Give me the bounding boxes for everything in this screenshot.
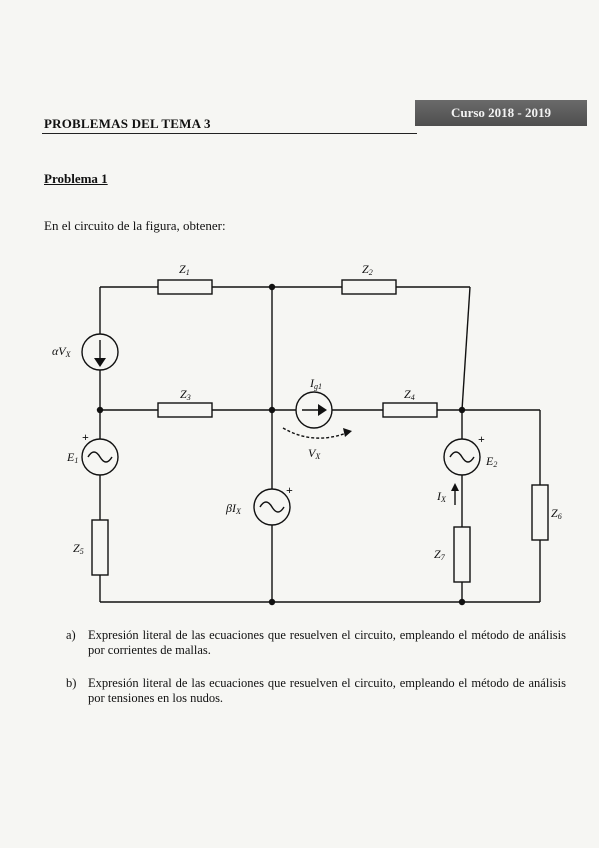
label-z7: Z7 <box>434 547 446 562</box>
impedance-z5 <box>91 519 109 576</box>
label-e2: E2 <box>485 454 497 469</box>
question-b-letter: b) <box>66 676 77 690</box>
label-vx: VX <box>308 446 321 461</box>
wires <box>99 286 541 603</box>
course-badge: Curso 2018 - 2019 <box>415 100 587 126</box>
current-source-avx <box>81 333 119 371</box>
label-z6: Z6 <box>551 506 562 521</box>
label-z2: Z2 <box>362 262 373 277</box>
label-z4: Z4 <box>404 387 415 402</box>
question-b-text: Expresión literal de las ecuaciones que … <box>88 676 566 705</box>
voltage-source-bix <box>253 488 291 526</box>
plus-bix: + <box>286 483 293 497</box>
label-z1: Z1 <box>179 262 190 277</box>
question-a-letter: a) <box>66 628 76 642</box>
header-rule <box>42 133 417 134</box>
label-bix: βIX <box>225 501 242 516</box>
label-e1: E1 <box>66 450 78 465</box>
impedance-z3 <box>157 402 213 418</box>
problem-intro: En el circuito de la figura, obtener: <box>44 218 226 233</box>
voltage-source-e2 <box>443 438 481 476</box>
problem-title: Problema 1 <box>44 171 108 186</box>
impedance-z2 <box>341 279 397 295</box>
question-a: a) Expresión literal de las ecuaciones q… <box>66 628 566 658</box>
vx-arrow <box>282 427 352 439</box>
impedance-z6 <box>531 484 549 541</box>
impedance-z7 <box>453 526 471 583</box>
label-z5: Z5 <box>73 541 84 556</box>
label-avx: αVX <box>52 344 72 359</box>
nodes <box>96 283 466 606</box>
ix-arrow <box>451 483 459 505</box>
header-title: PROBLEMAS DEL TEMA 3 <box>44 116 211 131</box>
question-b: b) Expresión literal de las ecuaciones q… <box>66 676 566 706</box>
label-ig1: Ig1 <box>309 376 322 391</box>
plus-e2: + <box>478 432 485 446</box>
plus-e1: + <box>82 430 89 444</box>
question-a-text: Expresión literal de las ecuaciones que … <box>88 628 566 657</box>
voltage-source-e1 <box>81 438 119 476</box>
impedance-z1 <box>157 279 213 295</box>
impedance-z4 <box>382 402 438 418</box>
current-source-ig1 <box>295 391 333 429</box>
label-z3: Z3 <box>180 387 191 402</box>
label-ix: IX <box>436 489 447 504</box>
